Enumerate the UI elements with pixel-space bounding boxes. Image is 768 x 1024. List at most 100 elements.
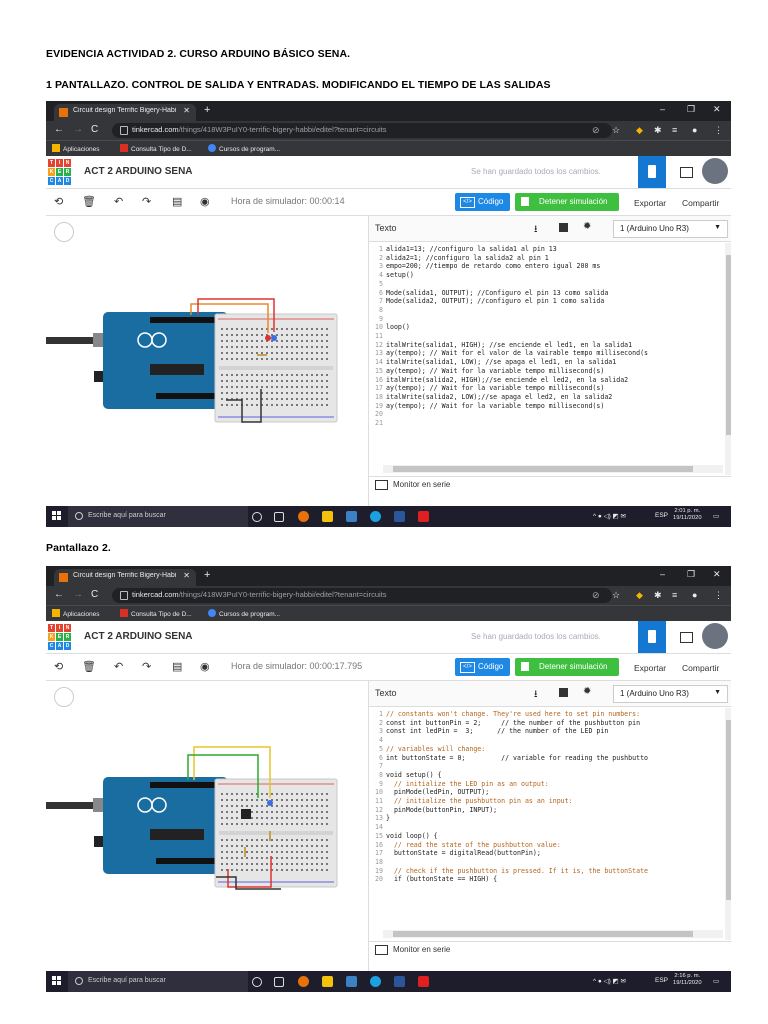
bookmark-star-icon[interactable]: ☆ [612,125,621,135]
redo-icon[interactable]: ↷ [142,661,152,673]
maximize-icon[interactable]: ❐ [687,569,696,579]
cortana-icon[interactable] [252,512,262,522]
serial-monitor-toggle[interactable]: Monitor en serie [369,941,731,956]
chrome-taskbar-icon[interactable] [298,511,309,522]
undo-icon[interactable]: ↶ [114,661,124,673]
forward-icon[interactable]: → [73,124,83,135]
zoom-to-fit-icon[interactable] [54,687,74,707]
word-icon[interactable] [394,976,405,987]
profile-icon[interactable]: ● [692,125,698,135]
debugger-icon[interactable]: ✹ [583,221,592,232]
extension-icon[interactable]: ◆ [636,125,643,135]
stop-simulation-button[interactable]: Detener simulación [515,193,619,211]
taskbar-search[interactable]: Escribe aquí para buscar [68,506,248,527]
task-view-icon[interactable] [274,977,284,987]
code-button[interactable]: </>Código [455,658,510,676]
undo-icon[interactable]: ↶ [114,196,124,208]
code-horizontal-scrollbar[interactable] [383,465,723,473]
device-select[interactable]: 1 (Arduino Uno R3)▼ [613,685,728,703]
tab-close-icon[interactable]: ✕ [183,106,190,115]
project-name[interactable]: ACT 2 ARDUINO SENA [84,631,193,642]
window-close-icon[interactable]: ✕ [713,569,721,579]
notifications-icon[interactable]: ▭ [713,513,720,520]
reading-list-icon[interactable]: ≡ [672,590,678,600]
zoom-to-fit-icon[interactable] [54,222,74,242]
chrome-taskbar-icon[interactable] [298,976,309,987]
tracking-icon[interactable]: ⊘ [592,125,600,135]
back-icon[interactable]: ← [54,589,64,600]
acrobat-icon[interactable] [418,976,429,987]
delete-icon[interactable]: 🗑 [82,661,96,673]
export-button[interactable]: Exportar [634,198,667,208]
code-vertical-scrollbar[interactable] [725,708,731,940]
minimize-icon[interactable]: – [660,104,666,114]
bookmark-apps[interactable]: Aplicaciones [52,609,100,618]
taskbar-clock[interactable]: 2:16 p. m.19/11/2020 [673,973,702,986]
device-select[interactable]: 1 (Arduino Uno R3)▼ [613,220,728,238]
rotate-icon[interactable]: ⟲ [54,661,64,673]
language-indicator[interactable]: ESP [655,977,669,984]
extension-icon[interactable]: ◆ [636,590,643,600]
user-avatar[interactable] [702,158,728,184]
bookmark-consulta[interactable]: Consulta Tipo de D... [120,609,192,618]
tracking-icon[interactable]: ⊘ [592,590,600,600]
share-button[interactable]: Compartir [682,663,720,673]
circuit-view-button[interactable] [638,156,666,188]
rotate-icon[interactable]: ⟲ [54,196,64,208]
windows-start-icon[interactable] [52,976,62,986]
circuit-canvas[interactable] [46,681,367,981]
language-indicator[interactable]: ESP [655,512,669,519]
download-icon[interactable]: ⭳ [534,689,538,700]
reading-list-icon[interactable]: ≡ [672,125,678,135]
bookmark-cursos[interactable]: Cursos de program... [208,609,280,618]
browser-tab[interactable]: Circuit design Terrific Bigery-Habi ✕ [54,104,196,121]
circuit-view-button[interactable] [638,621,666,653]
edge-icon[interactable] [370,976,381,987]
notifications-icon[interactable]: ▭ [713,978,720,985]
store-icon[interactable] [346,511,357,522]
bookmark-apps[interactable]: Aplicaciones [52,144,100,153]
tinkercad-logo[interactable]: T I N K E R C A D [48,159,71,185]
debugger-icon[interactable]: ✹ [583,686,592,697]
project-name[interactable]: ACT 2 ARDUINO SENA [84,166,193,177]
minimize-icon[interactable]: – [660,569,666,579]
upload-icon[interactable] [559,688,568,697]
chrome-menu-icon[interactable]: ⋮ [714,125,723,135]
window-close-icon[interactable]: ✕ [713,104,721,114]
code-vertical-scrollbar[interactable] [725,243,731,475]
acrobat-icon[interactable] [418,511,429,522]
profile-icon[interactable]: ● [692,590,698,600]
back-icon[interactable]: ← [54,124,64,135]
new-tab-icon[interactable]: + [204,104,211,116]
word-icon[interactable] [394,511,405,522]
url-field[interactable]: tinkercad.com/things/418W3PuIY0-terrific… [112,588,612,603]
url-field[interactable]: tinkercad.com/things/418W3PuIY0-terrific… [112,123,612,138]
redo-icon[interactable]: ↷ [142,196,152,208]
components-list-icon[interactable] [680,167,693,178]
extensions-puzzle-icon[interactable]: ✱ [654,590,662,600]
taskbar-clock[interactable]: 2:01 p. m.19/11/2020 [673,508,702,521]
user-avatar[interactable] [702,623,728,649]
visibility-icon[interactable]: ◉ [200,196,210,208]
edge-icon[interactable] [370,511,381,522]
extensions-puzzle-icon[interactable]: ✱ [654,125,662,135]
circuit-canvas[interactable] [46,216,367,516]
reload-icon[interactable]: C [91,124,99,135]
upload-icon[interactable] [559,223,568,232]
task-view-icon[interactable] [274,512,284,522]
notes-icon[interactable]: ▤ [172,196,183,208]
delete-icon[interactable]: 🗑 [82,196,96,208]
taskbar-search[interactable]: Escribe aquí para buscar [68,971,248,992]
chrome-menu-icon[interactable]: ⋮ [714,590,723,600]
cortana-icon[interactable] [252,977,262,987]
system-tray-icons[interactable]: ^ ● ◁) ◩ ✉ [593,978,626,985]
notes-icon[interactable]: ▤ [172,661,183,673]
bookmark-consulta[interactable]: Consulta Tipo de D... [120,144,192,153]
store-icon[interactable] [346,976,357,987]
code-horizontal-scrollbar[interactable] [383,930,723,938]
windows-start-icon[interactable] [52,511,62,521]
reload-icon[interactable]: C [91,589,99,600]
bookmark-star-icon[interactable]: ☆ [612,590,621,600]
maximize-icon[interactable]: ❐ [687,104,696,114]
